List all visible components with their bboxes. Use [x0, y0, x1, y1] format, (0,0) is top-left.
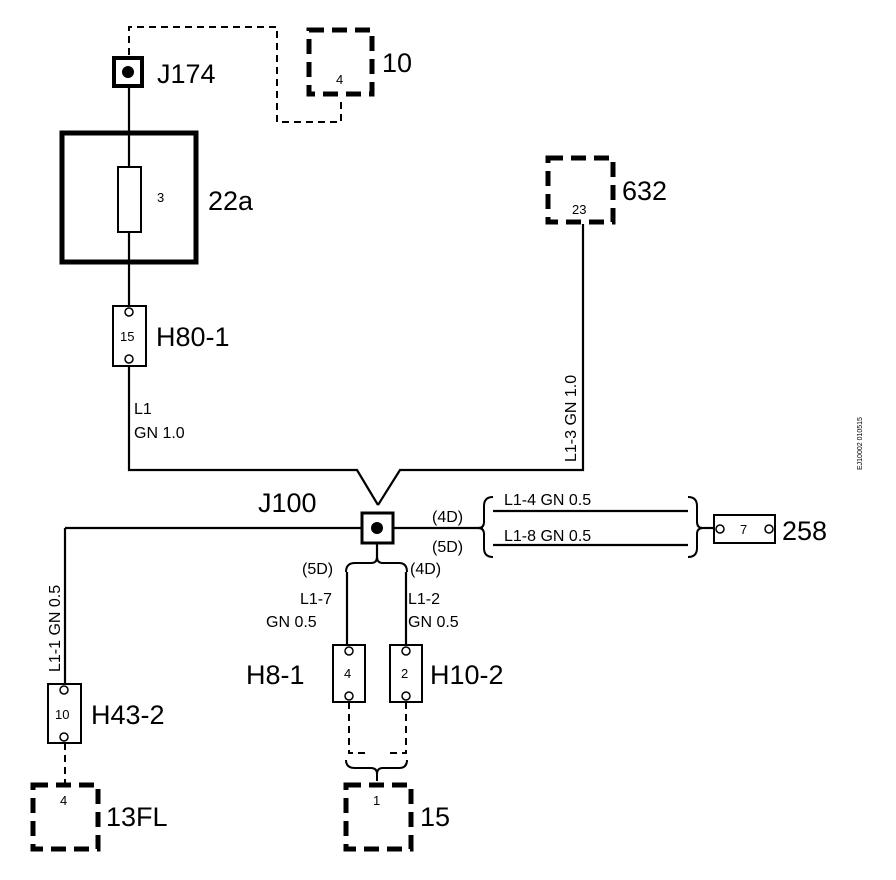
variant-5d-left: (5D) — [302, 561, 333, 578]
connector-15 — [343, 782, 414, 852]
variant-brace-right — [477, 496, 494, 558]
wire-l1-1-label: L1-1 GN 0.5 — [47, 585, 64, 672]
h80-pin-bottom — [124, 354, 134, 364]
variant-5d-right: (5D) — [432, 539, 463, 556]
splice-j174-label: J174 — [157, 59, 216, 89]
connector-10 — [306, 27, 375, 97]
splice-j100-label: J100 — [258, 488, 317, 518]
h43-pin-top — [59, 685, 69, 695]
h10-2-label: H10-2 — [430, 660, 504, 690]
connector-632-pin: 23 — [572, 202, 586, 217]
connector-258-label: 258 — [782, 516, 827, 546]
connector-10-pin: 4 — [336, 72, 343, 87]
wire-l1-name: L1 — [134, 401, 152, 418]
connector-15-pin: 1 — [373, 793, 380, 808]
fuse-22a-label: 22a — [208, 186, 254, 216]
variant-4d-left: (4D) — [410, 561, 441, 578]
wire-l1-7-spec: GN 0.5 — [266, 614, 317, 631]
wire-l1-3 — [377, 224, 585, 506]
wire-l1-7-name: L1-7 — [300, 591, 332, 608]
fuse-element — [117, 166, 142, 233]
wire-l1-8-label: L1-8 GN 0.5 — [504, 528, 591, 545]
h10-pin-number: 2 — [401, 666, 408, 681]
wire-l1-4-label: L1-4 GN 0.5 — [504, 492, 591, 509]
wire-l1-2-name: L1-2 — [408, 591, 440, 608]
connector-13fl — [30, 782, 101, 852]
wire-l1-2-spec: GN 0.5 — [408, 614, 459, 631]
258-pin-left — [715, 524, 725, 534]
variant-brace-bottom — [345, 759, 408, 775]
connector-258-pin: 7 — [740, 522, 747, 537]
connector-632 — [545, 155, 616, 225]
variant-4d-right: (4D) — [432, 509, 463, 526]
wire-l1 — [127, 366, 379, 506]
h10-pin-top — [401, 646, 411, 656]
h80-pin-top — [124, 307, 134, 317]
dashed-wire-h10-to-15 — [386, 702, 407, 754]
splice-j100-dot — [371, 522, 383, 534]
splice-j174-dot — [122, 66, 134, 78]
connector-632-label: 632 — [622, 176, 667, 206]
h43-pin-bottom — [59, 732, 69, 742]
h43-2-label: H43-2 — [91, 700, 165, 730]
h8-1-label: H8-1 — [246, 660, 305, 690]
h43-pin-number: 10 — [55, 707, 69, 722]
h80-pin-number: 15 — [120, 329, 134, 344]
connector-13fl-label: 13FL — [106, 802, 168, 832]
wire-l1-3-label: L1-3 GN 1.0 — [563, 375, 580, 462]
258-pin-right — [764, 524, 774, 534]
variant-brace-down — [345, 556, 408, 573]
h80-1-label: H80-1 — [156, 322, 230, 352]
fuse-pin: 3 — [157, 190, 164, 205]
connector-10-label: 10 — [382, 48, 412, 78]
dashed-wire-h8-to-15 — [348, 702, 368, 754]
variant-brace-258 — [687, 496, 704, 558]
wire-l1-spec: GN 1.0 — [134, 425, 185, 442]
h8-pin-bottom — [344, 691, 354, 701]
h10-pin-bottom — [401, 691, 411, 701]
h8-pin-top — [344, 646, 354, 656]
connector-13fl-pin: 4 — [60, 793, 67, 808]
figure-code: EJ10002 010515 — [857, 417, 864, 470]
h8-pin-number: 4 — [344, 666, 351, 681]
connector-15-label: 15 — [420, 802, 450, 832]
dashed-wire-j174-to-10 — [128, 26, 342, 123]
